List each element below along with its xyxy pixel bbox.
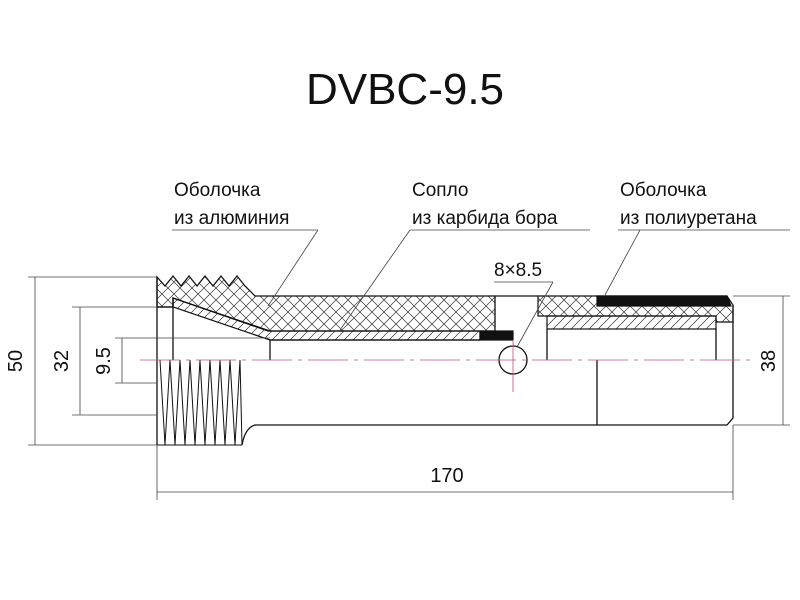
- dim-tail-diameter: 38: [758, 350, 780, 372]
- polyurethane-shell: [537, 295, 734, 330]
- label-aluminum-shell-1: Оболочка: [174, 180, 261, 201]
- aluminum-shell: [156, 274, 496, 332]
- dim-bore-diameter: 9.5: [93, 347, 115, 375]
- label-hole: 8×8.5: [494, 260, 542, 281]
- dimension-lines: [28, 229, 790, 500]
- label-nozzle-1: Сопло: [412, 180, 468, 201]
- internal-thread: [157, 359, 243, 446]
- label-aluminum-shell-2: из алюминия: [174, 208, 289, 229]
- label-polyurethane-1: Оболочка: [620, 180, 707, 201]
- label-nozzle-2: из карбида бора: [412, 208, 558, 229]
- dim-length: 170: [430, 465, 463, 487]
- dim-thread-diameter: 32: [51, 350, 73, 372]
- drawing-title: DVBC-9.5: [306, 65, 504, 114]
- dim-outer-diameter: 50: [5, 350, 27, 372]
- label-polyurethane-2: из полиуретана: [620, 208, 757, 229]
- centerline: [140, 340, 750, 392]
